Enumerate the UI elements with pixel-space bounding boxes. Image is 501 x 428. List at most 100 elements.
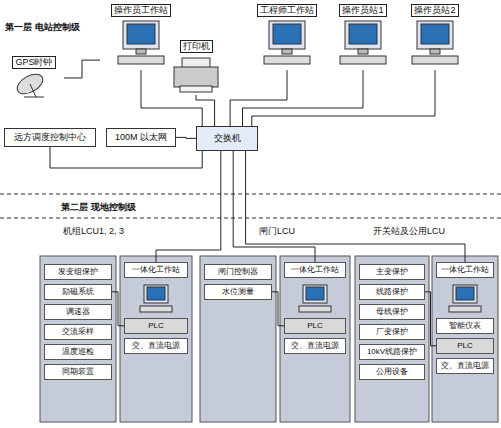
- cabinet: [40, 256, 116, 422]
- plc-box: PLC: [284, 318, 346, 334]
- node-text: 闸门控制器: [206, 267, 270, 277]
- level-title: 第二层 现地控制级: [60, 202, 137, 213]
- device-box: 温度巡检: [44, 344, 112, 360]
- network-link: [50, 147, 202, 168]
- workstation: 操作员工作站: [100, 4, 182, 70]
- level-divider: [0, 218, 501, 219]
- node-text: 线路保护: [361, 287, 423, 297]
- device-box: 智能仪表: [436, 318, 494, 334]
- monitor-icon: [264, 21, 310, 64]
- node-text: 操作员工作站: [111, 4, 171, 17]
- node-text: 100M 以太网: [109, 132, 173, 143]
- node-text: 交、直流电源: [286, 341, 344, 351]
- level-divider: [0, 194, 501, 195]
- node-text: 母线保护: [361, 307, 423, 317]
- network-link: [112, 292, 124, 326]
- node-text: 工程师工作站: [257, 4, 317, 17]
- node-text: 公用设备: [361, 367, 423, 377]
- monitor-icon: [412, 21, 458, 64]
- device-box: 母线保护: [359, 304, 425, 320]
- network-link: [141, 70, 202, 126]
- node-text: 温度巡检: [46, 347, 110, 357]
- device-box: 一体化工作站: [284, 262, 346, 278]
- cabinets: [40, 256, 498, 422]
- device-box: 一体化工作站: [124, 262, 188, 278]
- cabinet: [280, 256, 350, 422]
- monitor-icon: [118, 21, 164, 64]
- cabinet: [355, 256, 429, 422]
- device-box: 闸门控制器: [204, 264, 272, 280]
- node-text: 操作员站1: [339, 4, 386, 17]
- group-label: 闸门LCU: [258, 226, 296, 237]
- node-text: GPS时钟: [12, 56, 55, 69]
- remote-center-box: 远方调度控制中心: [4, 128, 96, 147]
- device-box: 调速器: [44, 304, 112, 320]
- group-label: 开关站及公用LCU: [372, 226, 446, 237]
- workstation-icons: [14, 21, 481, 312]
- workstation: 操作员站2: [402, 4, 468, 70]
- node-text: 厂变保护: [361, 327, 423, 337]
- cabinet: [200, 256, 276, 422]
- node-text: 远方调度控制中心: [7, 132, 93, 143]
- device-box: 主变保护: [359, 264, 425, 280]
- printer-icon: [174, 58, 218, 92]
- monitor-icon: [140, 285, 172, 312]
- node-text: 交、直流电源: [126, 341, 186, 351]
- node-text: 交换机: [198, 133, 256, 144]
- node-text: 一体化工作站: [286, 265, 344, 275]
- power-box: 交、直流电源: [284, 338, 346, 354]
- node-text: PLC: [126, 321, 186, 331]
- group-label: 机组LCU1, 2, 3: [62, 226, 125, 237]
- device-box: 线路保护: [359, 284, 425, 300]
- network-link: [272, 292, 284, 326]
- device-box: 一体化工作站: [436, 262, 494, 278]
- monitor-icon: [449, 285, 481, 312]
- node-text: 水位测量: [206, 287, 270, 297]
- device-box: 发变组保护: [44, 264, 112, 280]
- device-box: 公用设备: [359, 364, 425, 380]
- cabinet: [432, 256, 498, 422]
- power-box: 交、直流电源: [124, 338, 188, 354]
- network-box: 100M 以太网: [106, 128, 176, 147]
- node-text: 交流采样: [46, 327, 110, 337]
- network-link: [252, 70, 435, 126]
- node-text: 发变组保护: [46, 267, 110, 277]
- node-text: 操作员站2: [411, 4, 458, 17]
- node-text: 同期装置: [46, 367, 110, 377]
- plc-box: PLC: [124, 318, 188, 334]
- cabinet: [120, 256, 192, 422]
- node-text: 主变保护: [361, 267, 423, 277]
- node-text: 励磁系统: [46, 287, 110, 297]
- workstation: 工程师工作站: [246, 4, 328, 70]
- network-link: [156, 151, 221, 262]
- node-text: 一体化工作站: [438, 265, 492, 275]
- network-link: [196, 95, 215, 126]
- switch-box: 交换机: [196, 126, 258, 151]
- network-link: [176, 137, 196, 138]
- monitor-icon: [340, 21, 386, 64]
- power-box: 交、直流电源: [436, 358, 494, 374]
- level-title: 第一层 电站控制级: [4, 22, 81, 33]
- printer: 打印机: [168, 40, 224, 95]
- device-box: 励磁系统: [44, 284, 112, 300]
- network-link: [230, 70, 287, 126]
- network-link: [425, 292, 436, 346]
- node-text: PLC: [438, 341, 492, 351]
- gps-dish-icon: [14, 70, 46, 98]
- network-link: [246, 151, 465, 262]
- node-text: 交、直流电源: [438, 361, 492, 371]
- node-text: 智能仪表: [438, 321, 492, 331]
- workstation: 操作员站1: [330, 4, 396, 70]
- node-text: 调速器: [46, 307, 110, 317]
- device-box: 水位测量: [204, 284, 272, 300]
- node-text: PLC: [286, 321, 344, 331]
- network-link: [243, 70, 364, 126]
- node-text: 一体化工作站: [126, 265, 186, 275]
- gps-clock: GPS时钟: [4, 56, 64, 100]
- node-text: 打印机: [180, 40, 213, 53]
- node-text: 10kV线路保护: [361, 347, 423, 357]
- plc-box: PLC: [436, 338, 494, 354]
- device-box: 同期装置: [44, 364, 112, 380]
- device-box: 交流采样: [44, 324, 112, 340]
